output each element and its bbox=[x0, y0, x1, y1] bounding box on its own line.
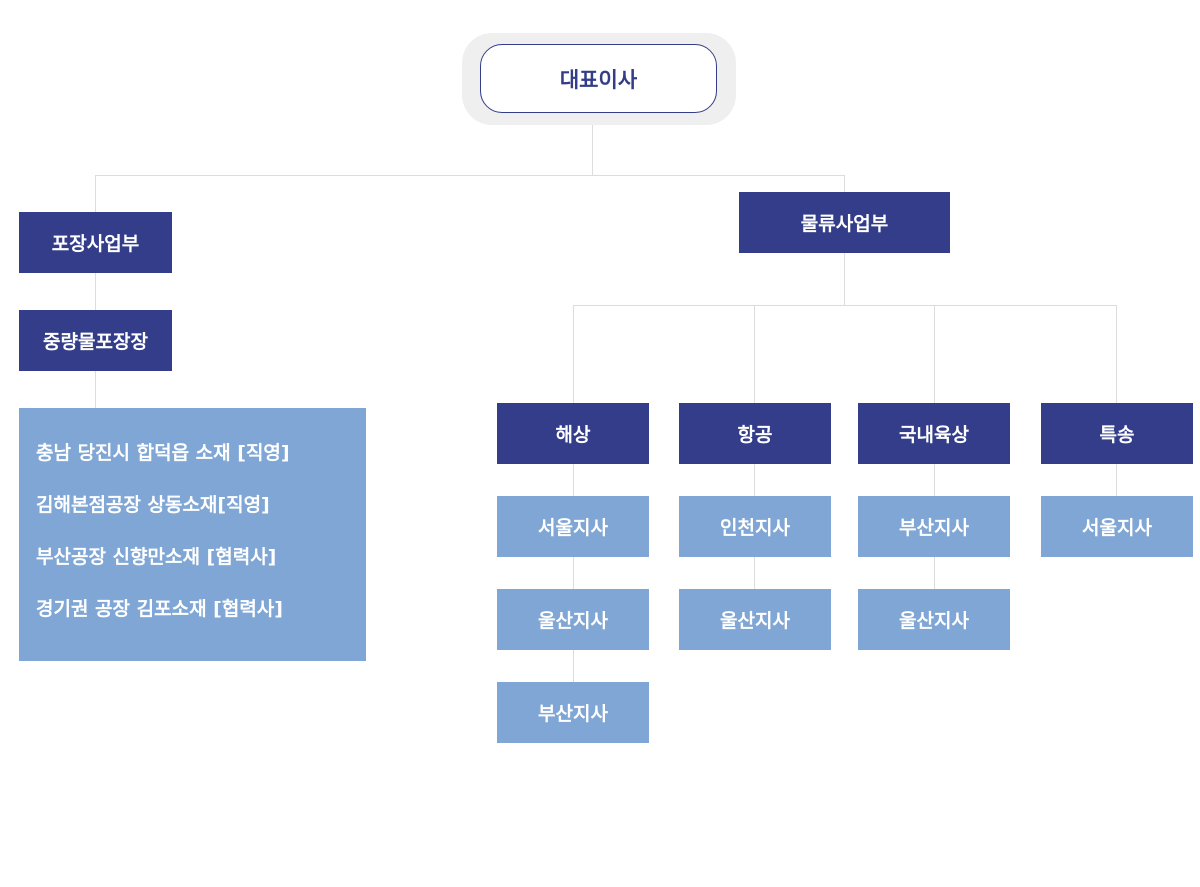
logistics-division-box: 물류사업부 bbox=[739, 192, 950, 253]
connector-to-air bbox=[754, 305, 755, 403]
branch-box: 인천지사 bbox=[679, 496, 831, 557]
branch-label: 부산지사 bbox=[538, 703, 608, 725]
ceo-label: 대표이사 bbox=[559, 67, 638, 92]
connector-to-packaging bbox=[95, 175, 96, 212]
connector-to-express bbox=[1116, 305, 1117, 403]
branch-label: 인천지사 bbox=[720, 517, 790, 539]
branch-box: 울산지사 bbox=[679, 589, 831, 650]
branch-label: 서울지사 bbox=[1082, 517, 1152, 539]
connector-logistics-down bbox=[844, 253, 845, 305]
division-air-label: 항공 bbox=[737, 424, 773, 446]
division-domestic-label: 국내육상 bbox=[899, 424, 969, 446]
connector-ceo-down bbox=[592, 125, 593, 176]
packaging-site-item: 김해본점공장 상동소재[직영] bbox=[36, 494, 270, 516]
division-express-box: 특송 bbox=[1041, 403, 1193, 464]
connector-to-domestic bbox=[934, 305, 935, 403]
packaging-site-item: 경기권 공장 김포소재 [협력사] bbox=[36, 598, 283, 620]
packaging-division-box: 포장사업부 bbox=[19, 212, 172, 273]
packaging-plant-label: 중량물포장장 bbox=[43, 331, 148, 353]
division-domestic-box: 국내육상 bbox=[858, 403, 1010, 464]
connector-divisions-horizontal bbox=[573, 305, 1117, 306]
connector-plant-to-sites bbox=[95, 371, 96, 408]
packaging-site-item: 충남 당진시 합덕읍 소재 [직영] bbox=[36, 442, 290, 464]
branch-label: 부산지사 bbox=[899, 517, 969, 539]
logistics-division-label: 물류사업부 bbox=[800, 213, 889, 235]
division-air-box: 항공 bbox=[679, 403, 831, 464]
division-express-label: 특송 bbox=[1099, 424, 1135, 446]
connector-to-logistics bbox=[844, 175, 845, 192]
ceo-box: 대표이사 bbox=[480, 44, 717, 113]
division-marine-box: 해상 bbox=[497, 403, 649, 464]
branch-label: 울산지사 bbox=[899, 610, 969, 632]
branch-label: 울산지사 bbox=[720, 610, 790, 632]
connector-top-horizontal bbox=[95, 175, 845, 176]
branch-box: 울산지사 bbox=[858, 589, 1010, 650]
division-marine-label: 해상 bbox=[555, 424, 591, 446]
packaging-site-item: 부산공장 신향만소재 [협력사] bbox=[36, 546, 277, 568]
branch-box: 부산지사 bbox=[858, 496, 1010, 557]
packaging-division-label: 포장사업부 bbox=[51, 233, 140, 255]
branch-label: 울산지사 bbox=[538, 610, 608, 632]
branch-label: 서울지사 bbox=[538, 517, 608, 539]
connector-express-branches bbox=[1116, 464, 1117, 496]
branch-box: 울산지사 bbox=[497, 589, 649, 650]
connector-packaging-to-plant bbox=[95, 273, 96, 310]
connector-marine-branches bbox=[573, 464, 574, 682]
branch-box: 부산지사 bbox=[497, 682, 649, 743]
branch-box: 서울지사 bbox=[1041, 496, 1193, 557]
connector-to-marine bbox=[573, 305, 574, 403]
packaging-sites-box: 충남 당진시 합덕읍 소재 [직영] 김해본점공장 상동소재[직영] 부산공장 … bbox=[19, 408, 366, 661]
packaging-plant-box: 중량물포장장 bbox=[19, 310, 172, 371]
branch-box: 서울지사 bbox=[497, 496, 649, 557]
